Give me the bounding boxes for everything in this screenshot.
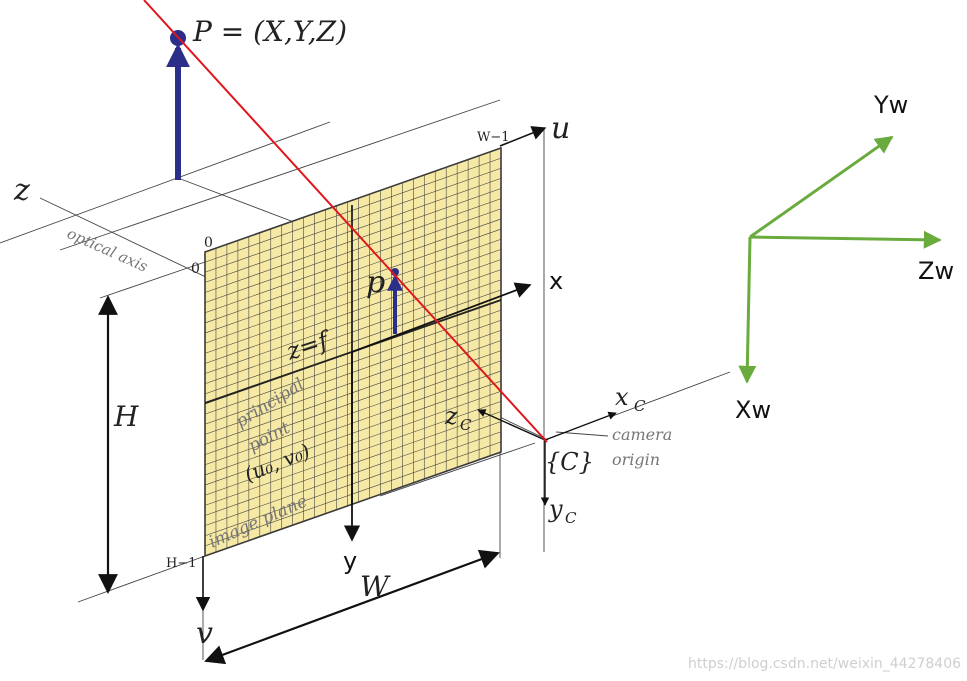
point-p3d-label: P = (X,Y,Z) [192, 15, 347, 48]
z-axis-label: z [13, 173, 30, 208]
corner-w-minus-1-label: W−1 [477, 130, 510, 145]
world-xw-axis [738, 236, 757, 384]
guide-upper-left [0, 121, 331, 244]
projection-ray [143, 0, 548, 443]
x-axis-arrow [351, 282, 532, 353]
camera-zc-sub: C [460, 416, 472, 434]
grid-line-horizontal [204, 279, 502, 384]
grid-line-horizontal [204, 238, 502, 344]
guide-lower-left [77, 555, 206, 603]
grid-line-horizontal [204, 390, 502, 496]
grid-line-horizontal [204, 411, 502, 516]
guide-bottom-right [379, 442, 536, 497]
grid-line-horizontal [204, 431, 502, 536]
grid-line-horizontal [204, 168, 502, 273]
grid-line-horizontal [204, 198, 502, 303]
corner-h-minus-1-label: H−1 [166, 556, 197, 571]
height-label: H [113, 400, 139, 433]
grid-line-horizontal [204, 330, 502, 435]
grid-line-horizontal [204, 340, 502, 445]
grid-line-horizontal [204, 259, 502, 364]
grid-line-horizontal [204, 370, 502, 476]
grid-line-horizontal [204, 309, 502, 415]
point-p-image-label: p [366, 265, 385, 300]
grid-line-horizontal [204, 188, 502, 293]
camera-xc-label: x [615, 383, 629, 411]
camera-yc-label: y [548, 495, 563, 523]
world-yw-label: Yw [873, 91, 908, 119]
camera-yc-sub: C [565, 509, 577, 527]
world-yw-axis [749, 135, 894, 239]
world-axes [738, 135, 942, 384]
camera-xc-sub: C [634, 397, 646, 415]
u-axis-label: u [551, 111, 570, 146]
grid-line-horizontal [204, 441, 502, 547]
camera-center-label: {C} [545, 448, 594, 476]
grid-line-horizontal [204, 218, 502, 324]
watermark: https://blog.csdn.net/weixin_44278406 [688, 656, 961, 672]
optical-axis-label: optical axis [64, 224, 150, 276]
grid-line-horizontal [204, 360, 502, 466]
origin-zero-top-label: 0 [204, 235, 213, 251]
world-xw-label: Xw [735, 396, 771, 424]
camera-xc-arrow [544, 411, 617, 441]
image-plane-grid [204, 151, 502, 553]
guide-upper-horizon [59, 99, 501, 251]
camera-origin-label-1: camera [612, 425, 672, 444]
grid-line-horizontal [204, 228, 502, 334]
width-label: W [360, 570, 391, 603]
guide-mid-left [99, 261, 206, 299]
guide-xc-extension [609, 371, 731, 418]
camera-zc-arrow [477, 409, 546, 441]
y-axis-label: y [343, 547, 357, 575]
grid-line-horizontal [204, 401, 502, 506]
grid-line-horizontal [204, 269, 502, 374]
camera-zc-label: z [444, 402, 458, 430]
grid-line-horizontal [204, 157, 502, 263]
camera-origin-label-2: origin [612, 450, 660, 469]
width-dimension-arrow [204, 549, 500, 665]
grid-line-horizontal [204, 421, 502, 526]
u-axis-arrow [499, 126, 547, 147]
grid-line-horizontal [204, 380, 502, 486]
grid-line-horizontal [204, 249, 502, 354]
world-zw-axis [749, 230, 942, 249]
grid-line-horizontal [204, 208, 502, 314]
world-zw-label: Zw [918, 257, 954, 285]
v-axis-label: v [196, 616, 213, 651]
grid-line-horizontal [204, 350, 502, 455]
x-axis-label: x [549, 267, 563, 295]
origin-zero-left-label: 0 [191, 261, 200, 277]
grid-line-horizontal [204, 289, 502, 395]
